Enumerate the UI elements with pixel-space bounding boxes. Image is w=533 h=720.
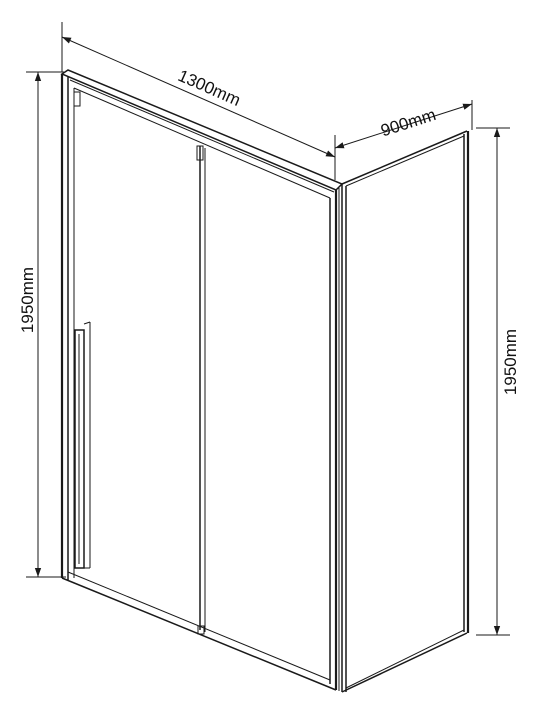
side-bottom-inner-edge — [345, 629, 465, 689]
top-rail-inner-edge — [69, 79, 335, 193]
roller-bracket-middle — [196, 145, 204, 161]
dimension-line — [334, 103, 473, 149]
handle-top-mount — [83, 321, 91, 325]
front-width-label: 1300mm — [175, 66, 243, 110]
left-height-label: 1950mm — [18, 267, 37, 333]
side-top-inner-edge — [345, 135, 465, 187]
roller-bracket-left — [73, 91, 81, 107]
handle-bar — [74, 329, 85, 569]
side-width-label: 900mm — [378, 105, 438, 140]
door-top-edge — [73, 87, 331, 199]
front-panel — [60, 69, 344, 692]
side-panel — [341, 130, 470, 693]
door-handle[interactable] — [74, 321, 91, 569]
floor-guide — [197, 625, 205, 635]
dimension-line — [61, 36, 336, 158]
side-top-edge — [341, 130, 468, 185]
left-height-dimension: 1950mm — [18, 71, 66, 578]
right-height-label: 1950mm — [501, 329, 520, 395]
right-height-dimension: 1950mm — [476, 127, 520, 636]
side-bottom-edge — [341, 632, 468, 693]
front-width-dimension: 1300mm — [61, 22, 336, 180]
